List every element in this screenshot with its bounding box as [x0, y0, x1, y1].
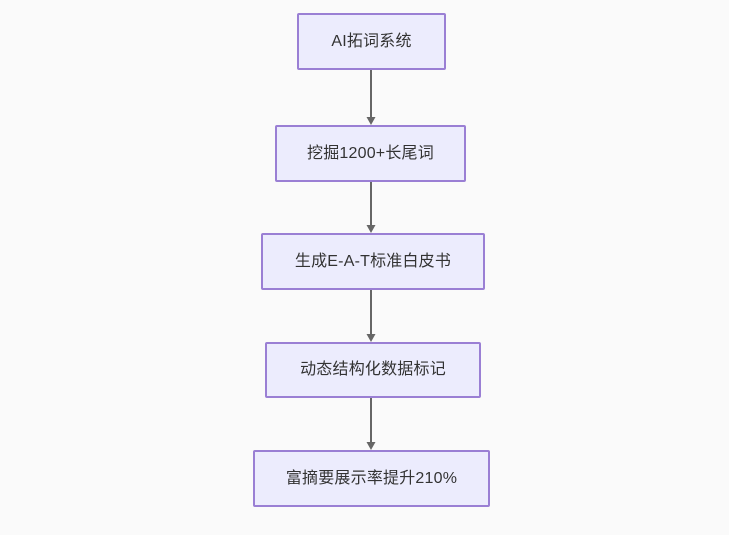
- flow-node-ai-keyword-system[interactable]: AI拓词系统: [297, 13, 446, 70]
- flow-node-label: AI拓词系统: [331, 32, 412, 50]
- flow-node-label: 挖掘1200+长尾词: [307, 144, 434, 162]
- flow-node-rich-snippet-impression-lift[interactable]: 富摘要展示率提升210%: [253, 450, 490, 507]
- flow-arrow-1: [364, 70, 378, 125]
- flow-arrow-4: [364, 398, 378, 450]
- flow-node-label: 生成E-A-T标准白皮书: [294, 252, 452, 270]
- flow-node-label: 动态结构化数据标记: [300, 361, 446, 379]
- flow-arrow-3: [364, 290, 378, 342]
- flow-node-dynamic-structured-data-markup[interactable]: 动态结构化数据标记: [265, 342, 481, 398]
- flow-node-generate-eat-whitepaper[interactable]: 生成E-A-T标准白皮书: [261, 233, 485, 290]
- flow-node-label: 富摘要展示率提升210%: [285, 469, 458, 487]
- flow-node-mine-longtail-keywords[interactable]: 挖掘1200+长尾词: [275, 125, 466, 182]
- flow-arrow-2: [364, 182, 378, 233]
